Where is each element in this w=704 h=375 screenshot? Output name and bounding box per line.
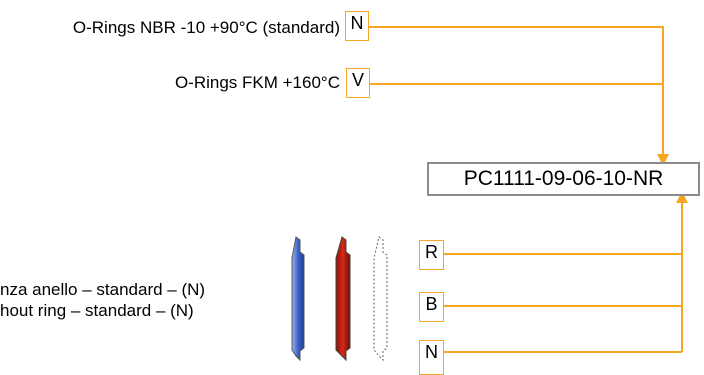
option-code-v: V xyxy=(346,68,370,98)
option-code-n-bottom: N xyxy=(419,340,444,375)
option-label-fkm: O-Rings FKM +160°C xyxy=(175,73,340,93)
red-ring-icon xyxy=(336,237,350,360)
part-code-box: PC1111-09-06-10-NR xyxy=(427,162,700,196)
no-ring-outline-icon xyxy=(374,237,387,360)
connector-n-top xyxy=(369,27,663,160)
option-label-nbr: O-Rings NBR -10 +90°C (standard) xyxy=(73,18,340,38)
side-label-english: hout ring – standard – (N) xyxy=(0,301,194,321)
side-label-italian: nza anello – standard – (N) xyxy=(0,280,205,300)
option-code-r: R xyxy=(419,240,444,270)
option-code-n-top: N xyxy=(345,11,369,41)
option-code-b: B xyxy=(419,292,444,322)
blue-ring-icon xyxy=(292,237,304,360)
ring-illustrations xyxy=(292,237,387,360)
